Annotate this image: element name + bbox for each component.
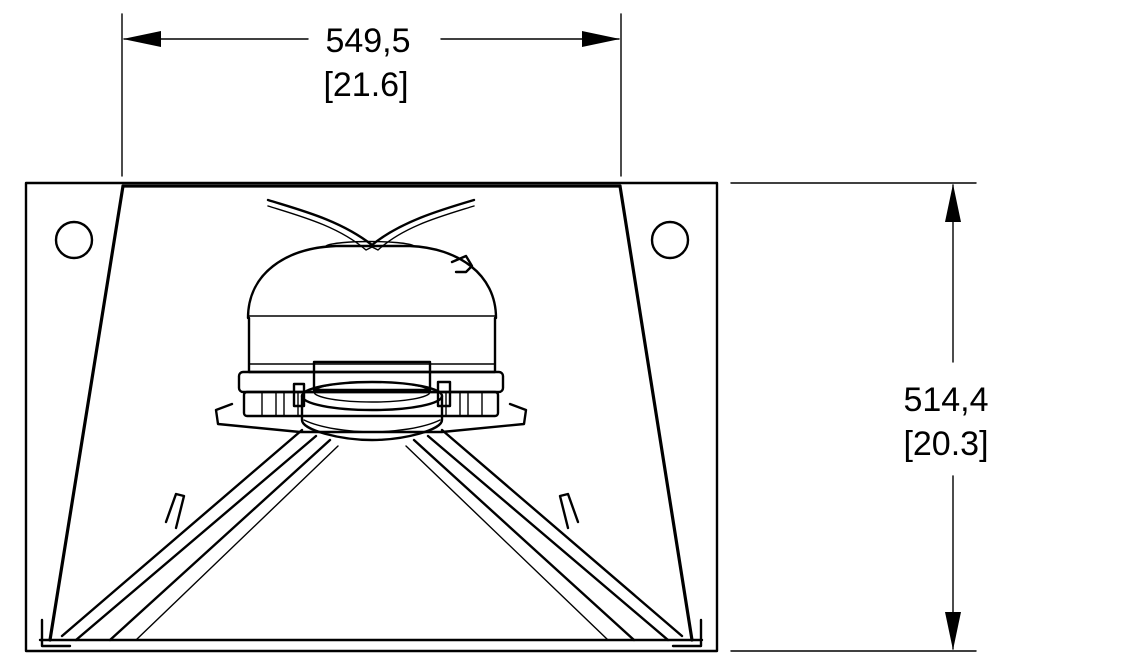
bottom-bracket-left	[40, 618, 72, 648]
outer-frame	[24, 181, 719, 653]
height-dimension: 514,4 [20.3]	[730, 182, 989, 652]
strut-left-outer-a	[60, 428, 304, 638]
mounting-hole-left	[54, 220, 94, 260]
width-arrowhead-right	[582, 31, 620, 47]
height-arrowhead-top	[945, 184, 961, 222]
flange-bolts	[261, 391, 483, 417]
driver-flange-lower	[242, 390, 500, 418]
mounting-hole-right	[650, 220, 690, 260]
strut-right-outer-a	[440, 428, 684, 638]
strut-right-outer-b	[426, 434, 670, 642]
compression-driver	[214, 198, 528, 442]
baffle-right-edge	[618, 184, 694, 642]
bottom-bracket-right	[671, 618, 703, 648]
throat-housing	[312, 360, 432, 392]
driver-dome	[246, 244, 498, 320]
enclosure-frame	[24, 181, 719, 653]
width-dimension: 549,5 [21.6]	[121, 13, 622, 177]
height-dimension-imperial: [20.3]	[903, 425, 988, 463]
top-wire	[266, 198, 476, 247]
strut-left-inner-a	[108, 438, 332, 642]
side-tab-left	[164, 492, 186, 530]
width-arrowhead-left	[123, 31, 161, 47]
throat-clip-left	[292, 382, 306, 408]
driver-terminal	[450, 254, 474, 274]
throat-collar	[300, 394, 444, 442]
strut-right-inner-b	[405, 445, 609, 641]
height-dimension-metric: 514,4	[903, 381, 988, 419]
throat-clip-right	[436, 380, 452, 408]
width-dimension-imperial: [21.6]	[323, 66, 408, 104]
driver-cap-top	[325, 240, 415, 247]
throat-collar-lower	[303, 419, 441, 433]
horn-struts	[60, 428, 684, 642]
baffle-left-edge	[48, 184, 125, 642]
strut-left-outer-b	[74, 434, 318, 642]
throat-inner-ring	[313, 381, 431, 403]
strut-left-inner-b	[135, 445, 339, 641]
strut-right-inner-a	[412, 438, 636, 642]
width-dimension-metric: 549,5	[325, 22, 410, 60]
height-arrowhead-bottom	[945, 612, 961, 650]
side-tab-right	[558, 492, 580, 530]
